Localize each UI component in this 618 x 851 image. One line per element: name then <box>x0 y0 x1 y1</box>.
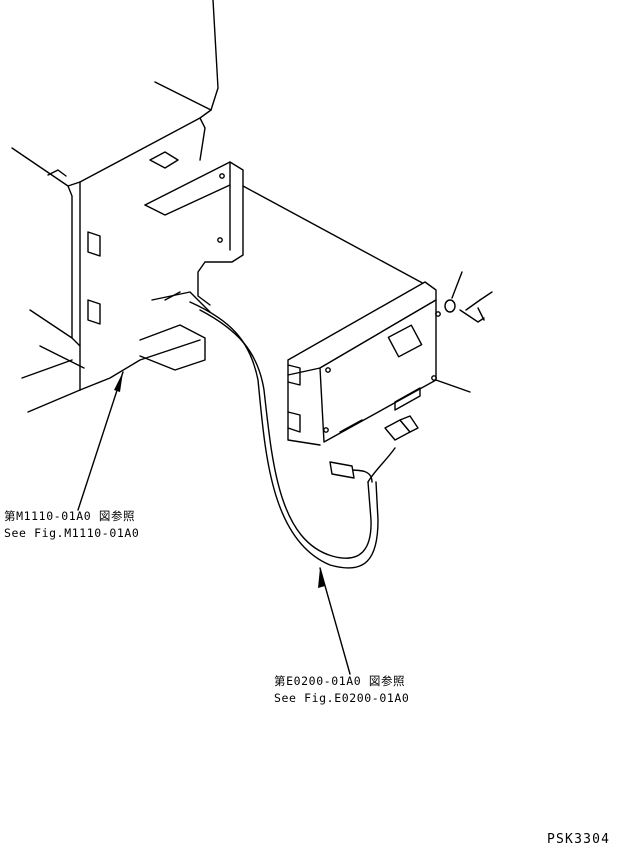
callout-ref-jp: 第E0200-01A0 図参照 <box>274 674 406 688</box>
leader-lines <box>77 371 351 675</box>
frame-structure <box>11 0 244 413</box>
callout-ref-jp: 第M1110-01A0 図参照 <box>4 509 136 523</box>
controller-unit <box>242 185 471 446</box>
washer-and-bolt <box>444 271 493 323</box>
wire-harness <box>189 301 419 569</box>
callout-ref-en: See Fig.M1110-01A0 <box>4 526 140 540</box>
callout-ref-en: See Fig.E0200-01A0 <box>274 691 410 705</box>
drawing-code: PSK3304 <box>547 832 611 847</box>
